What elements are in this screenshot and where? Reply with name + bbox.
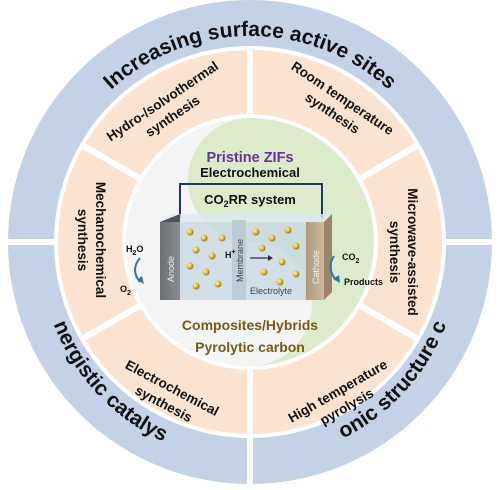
system-title-line2: CO2RR system bbox=[204, 192, 296, 209]
pyrolytic-label: Pyrolytic carbon bbox=[195, 339, 305, 355]
method-mechanochemical: Mechanochemical synthesis bbox=[75, 182, 108, 298]
h-plus-label: H+ bbox=[225, 249, 236, 260]
anode-plate bbox=[160, 222, 180, 300]
co2-label: CO2 bbox=[342, 252, 360, 265]
catalyst-particles bbox=[186, 226, 300, 290]
proton-arrow-head bbox=[268, 255, 273, 261]
o2-label: O2 bbox=[120, 284, 131, 297]
circuit-wire bbox=[179, 183, 323, 218]
anode-label: Anode bbox=[166, 256, 176, 282]
svg-text:Mechanochemical: Mechanochemical bbox=[93, 182, 108, 298]
membrane-label: Membrane bbox=[235, 239, 245, 282]
pristine-zifs-label: Pristine ZIFs bbox=[206, 150, 293, 166]
tank-top bbox=[160, 214, 332, 222]
cathode-side bbox=[324, 214, 332, 300]
method-microwave: Microwave-assisted synthesis bbox=[387, 188, 420, 316]
system-title-line1: Electrochemical bbox=[200, 165, 300, 180]
electrolyte-label: Electrolyte bbox=[250, 286, 292, 296]
cathode-arrow-head bbox=[333, 275, 340, 283]
cathode-label: Cathode bbox=[311, 250, 321, 284]
cathode-plate bbox=[306, 222, 324, 300]
composites-label: Composites/Hybrids bbox=[182, 317, 318, 333]
products-label: Products bbox=[344, 277, 383, 287]
anode-arrow-head bbox=[137, 276, 144, 284]
svg-text:synthesis: synthesis bbox=[387, 221, 402, 283]
h2o-label: H2O bbox=[126, 244, 143, 257]
svg-text:synthesis: synthesis bbox=[75, 209, 90, 271]
electrolyzer-cell: Anode Membrane Cathode H+ Electrolyte bbox=[160, 214, 332, 300]
svg-text:Microwave-assisted: Microwave-assisted bbox=[405, 188, 420, 316]
membrane-plate bbox=[232, 220, 246, 300]
